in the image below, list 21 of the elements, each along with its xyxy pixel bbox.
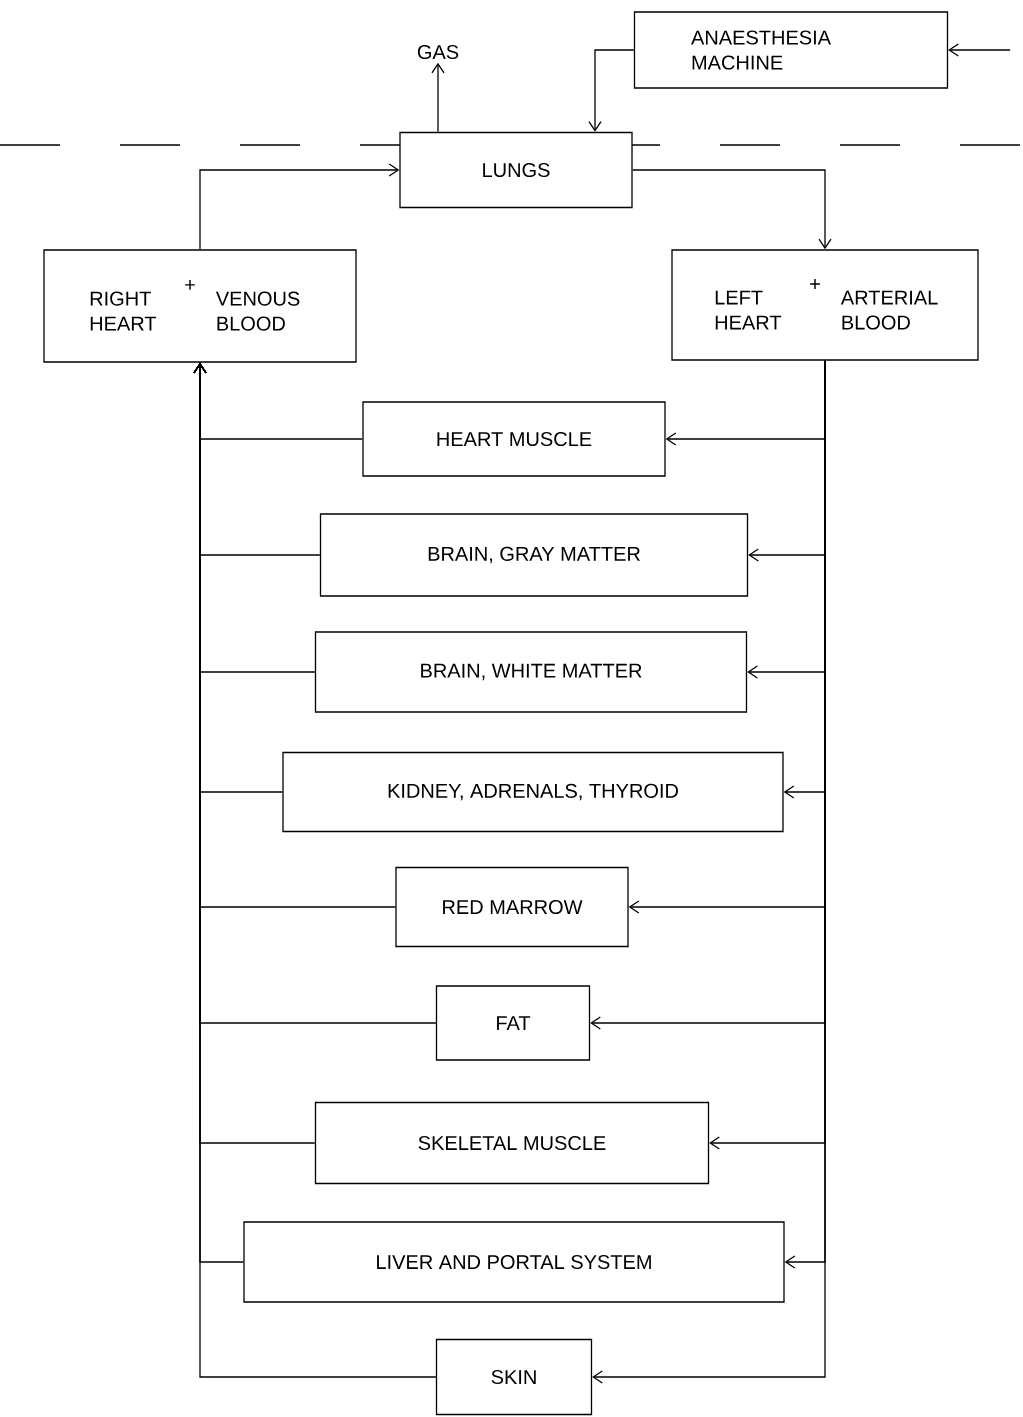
- arrow: [588, 49, 635, 132]
- arrow: [948, 43, 1011, 57]
- organ-box: KIDNEY, ADRENALS, THYROID: [282, 751, 784, 833]
- process-box: LUNGS: [399, 131, 633, 209]
- gas-label: GAS: [417, 44, 459, 60]
- organ-box: SKIN: [435, 1338, 593, 1416]
- process-box: RIGHT HEART + VENOUS BLOOD: [43, 249, 357, 363]
- organ-box: RED MARROW: [395, 866, 629, 948]
- organ-box: LIVER AND PORTAL SYSTEM: [243, 1221, 785, 1303]
- organ-box: SKELETAL MUSCLE: [314, 1101, 710, 1185]
- process-box: ANAESTHESIA MACHINE: [633, 11, 949, 89]
- process-box: LEFT HEART + ARTERIAL BLOOD: [671, 249, 979, 361]
- organ-box: HEART MUSCLE: [362, 401, 666, 477]
- arrow: [199, 163, 400, 250]
- arrow: [632, 169, 832, 250]
- arrow: [592, 360, 826, 1384]
- organ-box: FAT: [435, 985, 591, 1061]
- arrow: [431, 62, 445, 133]
- organ-box: BRAIN, GRAY MATTER: [319, 513, 749, 597]
- arrow: [193, 362, 437, 1378]
- organ-box: BRAIN, WHITE MATTER: [314, 631, 748, 713]
